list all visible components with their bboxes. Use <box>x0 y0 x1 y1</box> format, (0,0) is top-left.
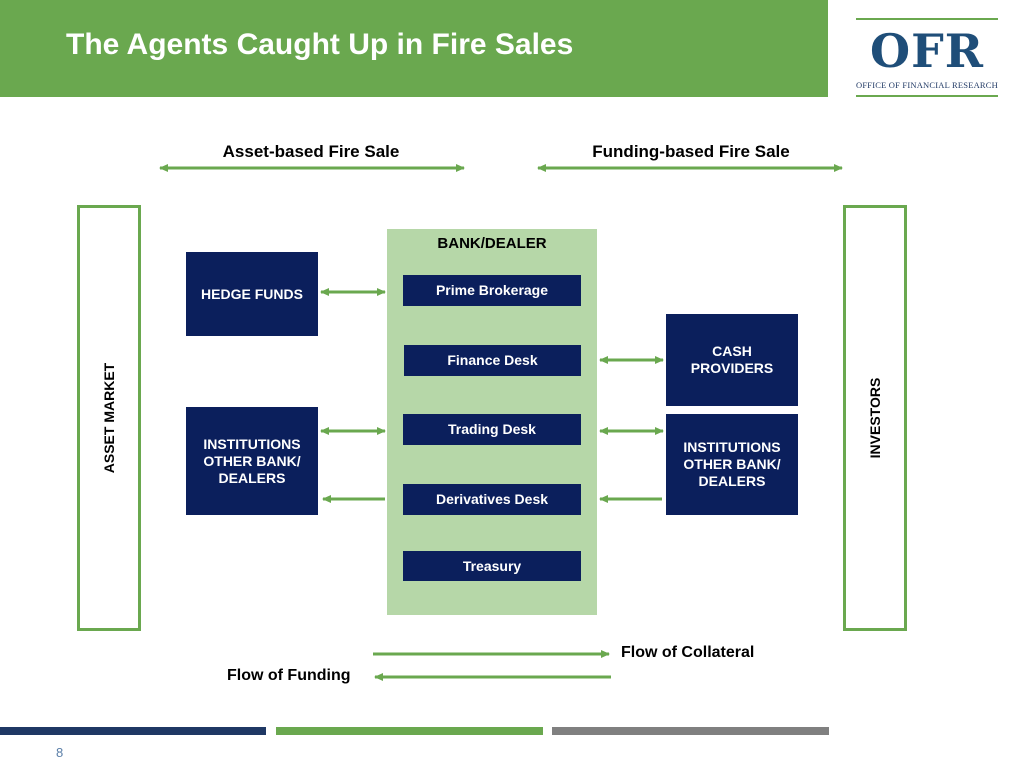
logo-subtitle: OFFICE OF FINANCIAL RESEARCH <box>856 80 999 90</box>
ofr-logo: OFR OFFICE OF FINANCIAL RESEARCH <box>856 18 998 98</box>
footer-bar-green <box>276 727 543 735</box>
hedge-funds-label: HEDGE FUNDS <box>201 285 303 302</box>
left-institutions-box: INSTITUTIONS OTHER BANK/ DEALERS <box>186 407 318 515</box>
asset-market-box: ASSET MARKET <box>77 205 141 631</box>
trading-desk-label: Trading Desk <box>448 421 536 437</box>
cash-providers-box: CASH PROVIDERS <box>666 314 798 406</box>
treasury-desk: Treasury <box>403 551 581 581</box>
cash-providers-label: CASH PROVIDERS <box>690 343 774 376</box>
derivatives-desk: Derivatives Desk <box>403 484 581 515</box>
page-number: 8 <box>56 745 64 760</box>
treasury-desk-label: Treasury <box>462 558 522 574</box>
flow-of-collateral-label: Flow of Collateral <box>621 644 755 661</box>
logo-top-rule <box>856 18 998 20</box>
prime-brokerage-label: Prime Brokerage <box>435 282 549 298</box>
prime-brokerage-desk: Prime Brokerage <box>403 275 581 306</box>
header-bar <box>0 0 828 97</box>
finance-desk: Finance Desk <box>404 345 581 376</box>
flow-of-funding-label: Flow of Funding <box>227 667 351 684</box>
footer-bar-gray <box>552 727 829 735</box>
left-institutions-label: INSTITUTIONS OTHER BANK/ DEALERS <box>203 435 301 486</box>
asset-based-heading: Asset-based Fire Sale <box>222 142 400 161</box>
finance-desk-label: Finance Desk <box>447 352 538 368</box>
trading-desk: Trading Desk <box>403 414 581 445</box>
footer-bar-blue <box>0 727 266 735</box>
derivatives-desk-label: Derivatives Desk <box>435 491 549 507</box>
right-institutions-label: INSTITUTIONS OTHER BANK/ DEALERS <box>683 439 781 489</box>
investors-box: INVESTORS <box>843 205 907 631</box>
logo-bottom-rule <box>856 95 998 97</box>
logo-text: OFR <box>870 24 984 78</box>
bank-dealer-title: BANK/DEALER <box>437 235 547 252</box>
funding-based-heading: Funding-based Fire Sale <box>592 142 790 161</box>
right-institutions-box: INSTITUTIONS OTHER BANK/ DEALERS <box>666 414 798 515</box>
slide-title: The Agents Caught Up in Fire Sales <box>66 28 574 61</box>
hedge-funds-box: HEDGE FUNDS <box>186 252 318 336</box>
